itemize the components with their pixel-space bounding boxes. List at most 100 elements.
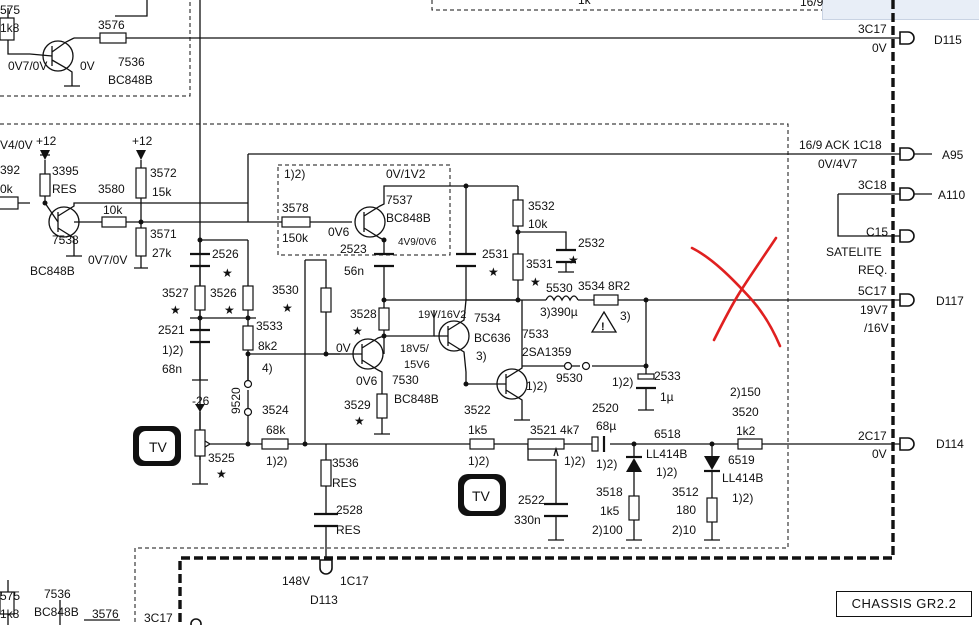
label-7530-collector: 18V5/ — [400, 343, 430, 355]
label-1k5-3518: 1k5 — [600, 504, 620, 518]
label-3578: 3578 — [282, 201, 309, 215]
section-box-main — [0, 123, 789, 625]
label-res-2528: RES — [336, 523, 361, 537]
label-7534-ref: 7534 — [474, 311, 501, 325]
label-7538-bias: 0V7/0V — [88, 253, 127, 267]
label-7536-type: BC848B — [108, 73, 153, 87]
label-9520: 9520 — [229, 387, 243, 414]
label-3533: 3533 — [256, 319, 283, 333]
label-2533: 2533 — [654, 369, 681, 383]
star-3527: ★ — [170, 303, 181, 317]
label-7534-type: BC636 — [474, 331, 511, 345]
label-1k8-bottom: 1k8 — [0, 607, 20, 621]
label-150k: 150k — [282, 231, 309, 245]
label-10k-left: 0k — [0, 182, 14, 196]
label-169-top: 16/9 — [800, 0, 824, 9]
label-3518: 3518 — [596, 485, 623, 499]
label-1k8: 1k8 — [0, 21, 20, 35]
label-res-3536: RES — [332, 476, 357, 490]
star-3525: ★ — [216, 467, 227, 481]
label-7530-ref: 7530 — [392, 373, 419, 387]
label-7530-type: BC848B — [394, 392, 439, 406]
label-180: 180 — [676, 503, 696, 517]
label-ll414b-6518: LL414B — [646, 447, 687, 461]
label-1k2: 1k2 — [736, 424, 756, 438]
label-3c17-bottom: 3C17 — [144, 611, 173, 625]
label-27k: 27k — [152, 246, 172, 260]
label-2526: 2526 — [212, 247, 239, 261]
red-x-mark — [690, 236, 782, 348]
label-2521: 2521 — [158, 323, 185, 337]
conn-net-d115: D115 — [934, 33, 962, 47]
label-minus26: -26 — [192, 394, 210, 408]
tv-badge-left-text: TV — [149, 439, 168, 455]
label-v4: V4/0V — [0, 138, 33, 152]
label-6518: 6518 — [654, 427, 681, 441]
label-68u: 68µ — [596, 419, 616, 433]
label-8k2: 8k2 — [258, 339, 278, 353]
label-3522: 3522 — [464, 403, 491, 417]
label-7533-note: 1)2) — [526, 379, 547, 393]
label-330n: 330n — [514, 513, 541, 527]
label-3532: 3532 — [528, 199, 555, 213]
tv-badge-middle-text: TV — [472, 488, 491, 504]
svg-text:!: ! — [601, 321, 605, 333]
warning-icon: ! — [590, 310, 618, 333]
star-2526: ★ — [222, 266, 233, 280]
label-plus12-left: +12 — [36, 134, 57, 148]
label-68n: 68n — [162, 362, 182, 376]
label-7530-collector2: 15V6 — [404, 359, 430, 371]
label-9530: 9530 — [556, 371, 583, 385]
label-392: 392 — [0, 163, 20, 177]
conn-net-d113: D113 — [310, 593, 338, 607]
label-7530-bias: 0V — [336, 341, 351, 355]
label-2523: 2523 — [340, 242, 367, 256]
conn-level-5c17-a: 19V7 — [860, 303, 888, 317]
section-box-7537 — [277, 164, 451, 256]
label-plus12-mid: +12 — [132, 134, 153, 148]
chassis-label: CHASSIS GR2.2 — [836, 591, 972, 617]
label-2528: 2528 — [336, 503, 363, 517]
conn-level-3c17: 0V — [872, 41, 887, 55]
conn-pin-2c17: 2C17 — [858, 429, 887, 443]
label-6519: 6519 — [728, 453, 755, 467]
conn-pin-3c18: 3C18 — [858, 178, 887, 192]
label-3534: 3534 8R2 — [578, 279, 630, 293]
label-res-3395: RES — [52, 182, 77, 196]
label-3529: 3529 — [344, 398, 371, 412]
label-68k: 68k — [266, 423, 286, 437]
label-ll414b-6519: LL414B — [722, 471, 763, 485]
label-3524: 3524 — [262, 403, 289, 417]
label-4: 4) — [262, 361, 273, 375]
label-3531: 3531 — [526, 257, 553, 271]
star-3530: ★ — [282, 301, 293, 315]
conn-pin-1c18: 16/9 ACK 1C18 — [799, 138, 882, 152]
label-10k: 10k — [103, 203, 123, 217]
label-210: 2)10 — [672, 523, 696, 537]
label-2522: 2522 — [518, 493, 545, 507]
label-2532: 2532 — [578, 236, 605, 250]
label-6518-note: 1)2) — [656, 465, 677, 479]
star-2532: ★ — [568, 253, 579, 267]
label-3571: 3571 — [150, 227, 177, 241]
label-bc848b-bottom: BC848B — [34, 605, 79, 619]
label-2150: 2)150 — [730, 385, 761, 399]
conn-pin-3c17: 3C17 — [858, 22, 887, 36]
label-10k-3532: 10k — [528, 217, 548, 231]
label-6519-note: 1)2) — [732, 491, 753, 505]
label-2521-note: 1)2) — [162, 343, 183, 357]
label-7538-ref: 7538 — [52, 233, 79, 247]
label-7537-bias: 0V6 — [328, 225, 350, 239]
conn-net-a110: A110 — [938, 188, 965, 202]
label-2533-note: 1)2) — [612, 375, 633, 389]
label-7536-bottom: 7536 — [44, 587, 71, 601]
conn-pin-5c17: 5C17 — [858, 284, 887, 298]
label-7538-type: BC848B — [30, 264, 75, 278]
label-3527: 3527 — [162, 286, 189, 300]
label-15k: 15k — [152, 185, 172, 199]
conn-level-1c18: 0V/4V7 — [818, 157, 858, 171]
label-3530: 3530 — [272, 283, 299, 297]
conn-net-d117: D117 — [936, 294, 964, 308]
label-7537-emitter: 4V9/0V6 — [398, 237, 437, 248]
star-3531: ★ — [530, 275, 541, 289]
